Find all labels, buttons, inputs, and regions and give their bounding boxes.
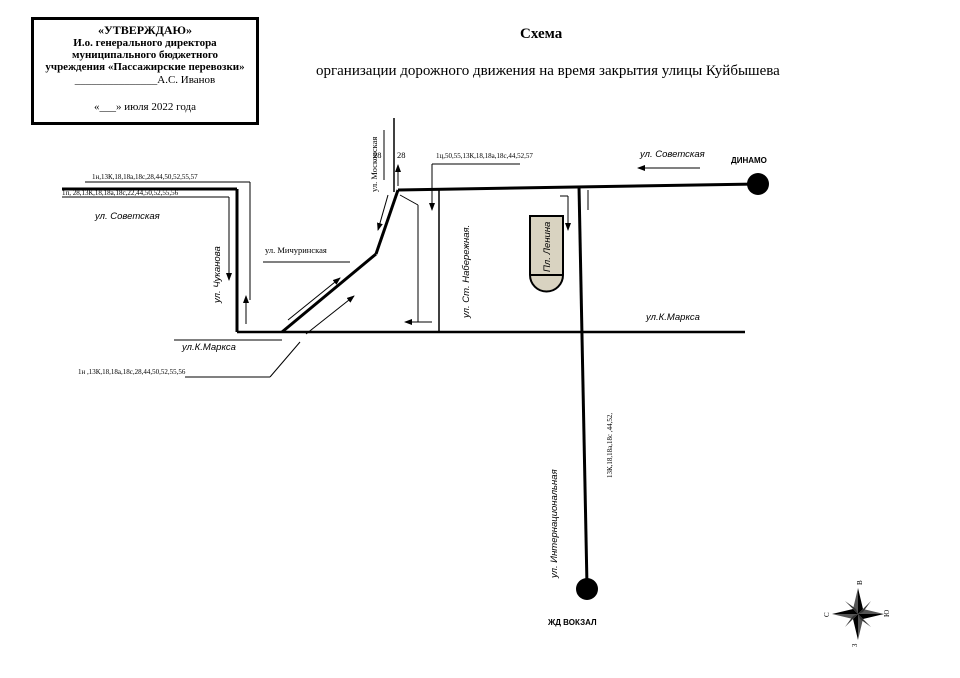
- routes-vertical-right: 13К,18,18а,18с ,44,52,: [606, 413, 614, 478]
- arrow-diag-2: [305, 295, 355, 335]
- stop-dinamo: [747, 173, 769, 195]
- approval-org-2: учреждения «Пассажирские перевозки»: [45, 61, 245, 73]
- label-stop-zhd-vokzal: ЖД ВОКЗАЛ: [547, 618, 597, 627]
- label-naberezhnaya: ул. Ст. Набережная.: [461, 225, 472, 319]
- route-28-left: 28: [373, 150, 382, 160]
- compass-west: З: [851, 643, 859, 647]
- label-stop-dinamo: ДИНАМО: [731, 156, 767, 165]
- lenin-square: [529, 215, 564, 293]
- approval-signature: _______________А.С. Иванов: [74, 74, 216, 86]
- label-marksa-right: ул.К.Маркса: [645, 312, 700, 323]
- label-moskovskaya: ул. Московская: [369, 137, 379, 192]
- arrow-down-moskovskaya: [377, 194, 389, 231]
- label-michurinskaya: ул. Мичуринская: [265, 245, 327, 255]
- routes-top-right: 1ц,50,55,13К,18,18а,18с,44,52,57: [436, 152, 533, 160]
- internatsionalnaya-street: [577, 185, 589, 587]
- stop-zhd-vokzal: [576, 578, 598, 600]
- route-28-right: 28: [397, 150, 406, 160]
- label-lenin-square: Пл. Ленина: [542, 222, 553, 272]
- page-title: Схема: [520, 26, 563, 42]
- route-guides: [62, 130, 700, 378]
- approval-date: «___» июля 2022 года: [93, 101, 197, 113]
- compass-north: С: [823, 612, 831, 617]
- label-chukanova: ул. Чуканова: [212, 246, 223, 304]
- label-sovetskaya-right: ул. Советская: [639, 149, 705, 160]
- approval-box: «УТВЕРЖДАЮ» И.о. генерального директора …: [31, 17, 259, 125]
- page-subtitle: организации дорожного движения на время …: [316, 63, 780, 79]
- approval-heading: «УТВЕРЖДАЮ»: [97, 23, 193, 37]
- compass-east: В: [856, 580, 864, 585]
- moskovskaya-street: [374, 189, 400, 255]
- label-internatsionalnaya: ул. Интернациональная: [549, 469, 560, 579]
- arrow-diag-1: [287, 277, 341, 321]
- michurinskaya-street: [281, 252, 377, 334]
- routes-bottom-left: 1н ,13К,18,18а,18с,28,44,50,52,55,56: [78, 368, 186, 376]
- approval-org-1: муниципального бюджетного: [71, 49, 219, 61]
- label-marksa-left: ул.К.Маркса: [181, 342, 236, 353]
- label-sovetskaya-left: ул. Советская: [94, 211, 160, 222]
- routes-left-top: 1н,13К,18,18а,18с,28,44,50,52,55,57: [92, 173, 198, 181]
- compass-rose-icon: С В З Ю: [823, 580, 891, 647]
- compass-south: Ю: [883, 610, 891, 617]
- approval-position: И.о. генерального директора: [73, 37, 217, 49]
- street-lines: [62, 118, 759, 587]
- routes-left-second: 1п, 28,13К,18,18а,18с,22,44,50,52,55,56: [62, 189, 179, 197]
